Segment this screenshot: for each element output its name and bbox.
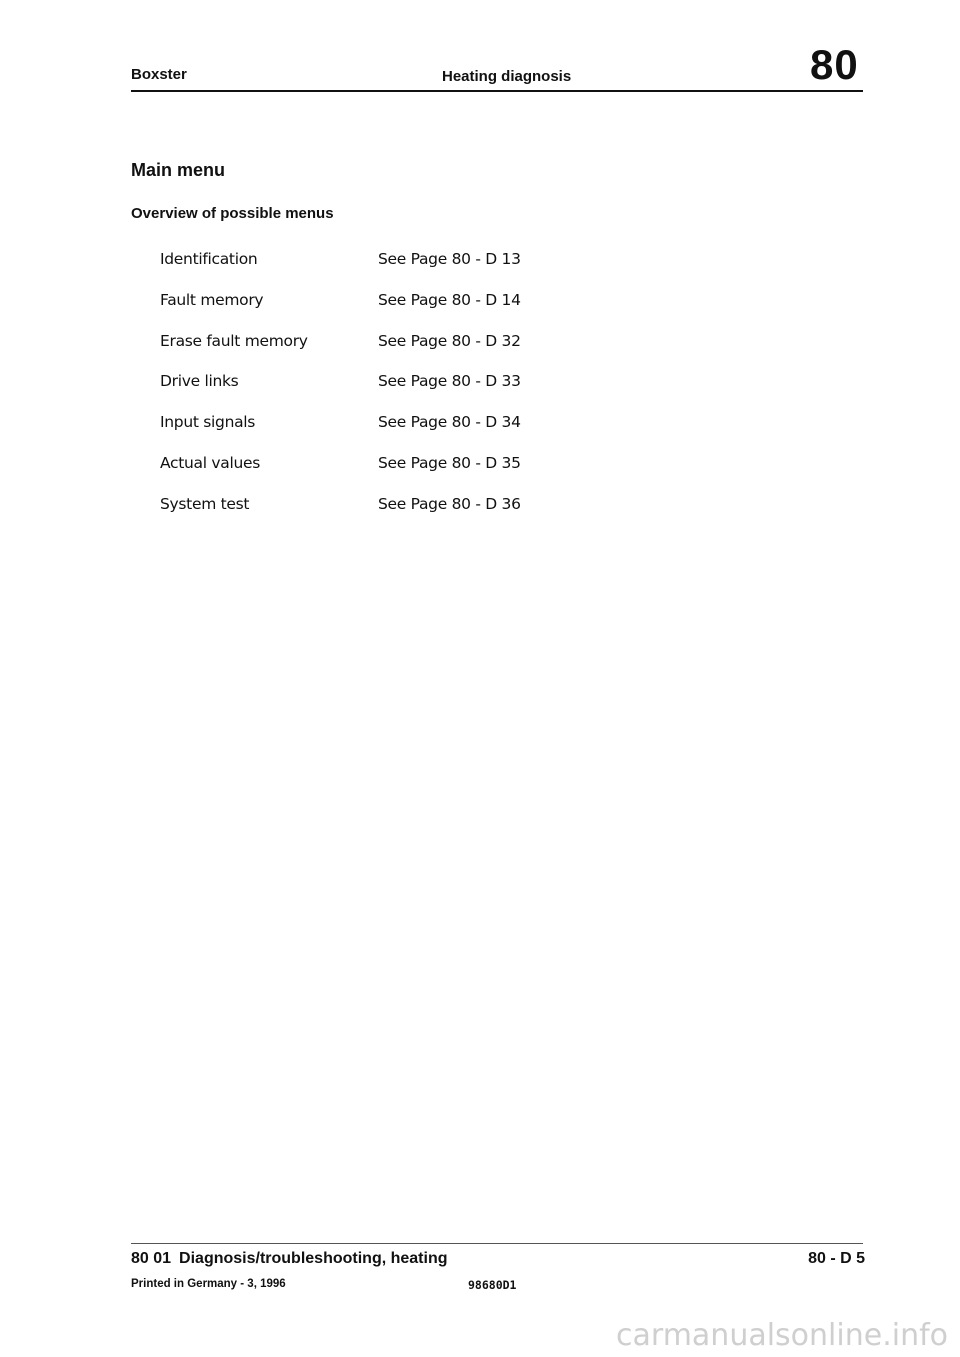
page-subtitle: Overview of possible menus	[131, 205, 334, 222]
footer-section-name: Diagnosis/troubleshooting, heating	[179, 1250, 448, 1267]
menu-item-page-ref: See Page 80 - D 13	[378, 250, 521, 268]
page-title: Main menu	[131, 160, 226, 180]
header-section-number: 80	[810, 41, 859, 88]
list-item: Input signals See Page 80 - D 34	[160, 413, 640, 454]
list-item: System test See Page 80 - D 36	[160, 495, 640, 536]
watermark: carmanualsonline.info	[616, 1318, 948, 1353]
menu-item-label: Actual values	[160, 453, 260, 472]
menu-item-page-ref: See Page 80 - D 36	[378, 494, 521, 513]
menu-item-label: Identification	[160, 250, 258, 268]
header-model: Boxster	[131, 66, 187, 83]
list-item: Erase fault memory See Page 80 - D 32	[160, 332, 640, 373]
menu-list: Identification See Page 80 - D 13 Fault …	[160, 250, 640, 536]
footer-section-code: 80 01	[131, 1250, 172, 1267]
menu-item-label: Erase fault memory	[160, 331, 308, 350]
footer-rule	[131, 1243, 863, 1244]
menu-item-label: Drive links	[160, 372, 239, 391]
header-section-title: Heating diagnosis	[442, 68, 572, 85]
footer-page-number: 80 - D 5	[808, 1250, 865, 1267]
menu-item-page-ref: See Page 80 - D 14	[378, 290, 521, 309]
menu-item-page-ref: See Page 80 - D 33	[378, 372, 521, 391]
footer-printed-info: Printed in Germany - 3, 1996	[131, 1278, 286, 1290]
menu-item-label: System test	[160, 494, 250, 513]
menu-item-page-ref: See Page 80 - D 35	[378, 453, 521, 472]
footer-section-title: 80 01 Diagnosis/troubleshooting, heating	[131, 1250, 448, 1268]
footer-document-code: 98680D1	[468, 1278, 517, 1292]
list-item: Drive links See Page 80 - D 33	[160, 372, 640, 413]
menu-item-page-ref: See Page 80 - D 32	[378, 331, 521, 350]
menu-item-label: Input signals	[160, 413, 256, 432]
list-item: Identification See Page 80 - D 13	[160, 250, 640, 291]
menu-item-label: Fault memory	[160, 290, 264, 309]
list-item: Actual values See Page 80 - D 35	[160, 454, 640, 495]
list-item: Fault memory See Page 80 - D 14	[160, 291, 640, 332]
menu-item-page-ref: See Page 80 - D 34	[378, 413, 521, 432]
header-rule	[131, 90, 863, 92]
